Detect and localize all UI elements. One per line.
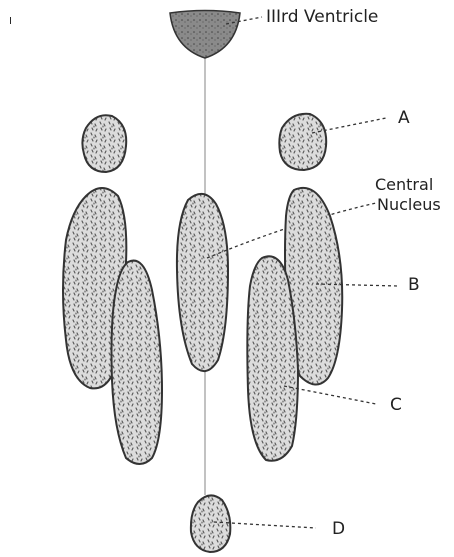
nucleus-d (191, 495, 230, 552)
label-d: D (332, 519, 345, 539)
label-b: B (408, 275, 420, 295)
third-ventricle (170, 11, 240, 59)
nucleus-a-left (82, 115, 126, 172)
ventricle-label: IIIrd Ventricle (266, 7, 378, 27)
label-central-line2: Nucleus (377, 195, 441, 214)
label-a: A (398, 108, 410, 128)
central-nucleus (177, 194, 228, 371)
nucleus-c-left (112, 261, 163, 464)
nucleus-a-right (279, 114, 326, 170)
label-central-line1: Central (375, 175, 433, 194)
label-c: C (390, 395, 402, 415)
corner-mark: I (9, 16, 12, 27)
